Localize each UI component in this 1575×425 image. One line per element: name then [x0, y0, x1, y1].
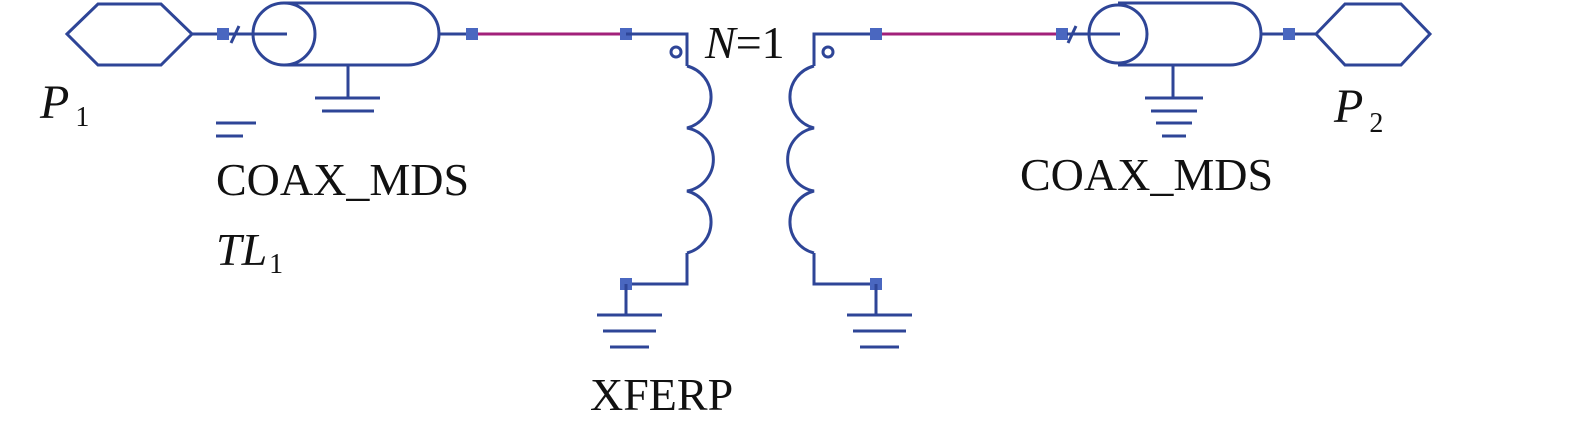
- port-p1-symbol[interactable]: [64, 2, 195, 67]
- coax-tl1-name: TL1: [216, 224, 283, 280]
- coax-right-symbol[interactable]: [1087, 1, 1263, 138]
- coax-right-type: COAX_MDS: [1020, 149, 1273, 200]
- transformer-xferp-symbol[interactable]: [597, 32, 912, 349]
- transformer-type: XFERP: [590, 369, 733, 420]
- pin: [1056, 28, 1068, 40]
- coax-tl1-type: COAX_MDS: [216, 154, 469, 205]
- port-p2-symbol[interactable]: [1313, 2, 1433, 67]
- pin: [1283, 28, 1295, 40]
- transformer-ratio: N=1: [704, 17, 785, 68]
- slash-mark: [229, 25, 241, 44]
- coax-tl1-symbol[interactable]: [251, 1, 441, 113]
- slash-mark: [1066, 25, 1078, 44]
- pin: [870, 28, 882, 40]
- pin: [466, 28, 478, 40]
- pin: [217, 28, 229, 40]
